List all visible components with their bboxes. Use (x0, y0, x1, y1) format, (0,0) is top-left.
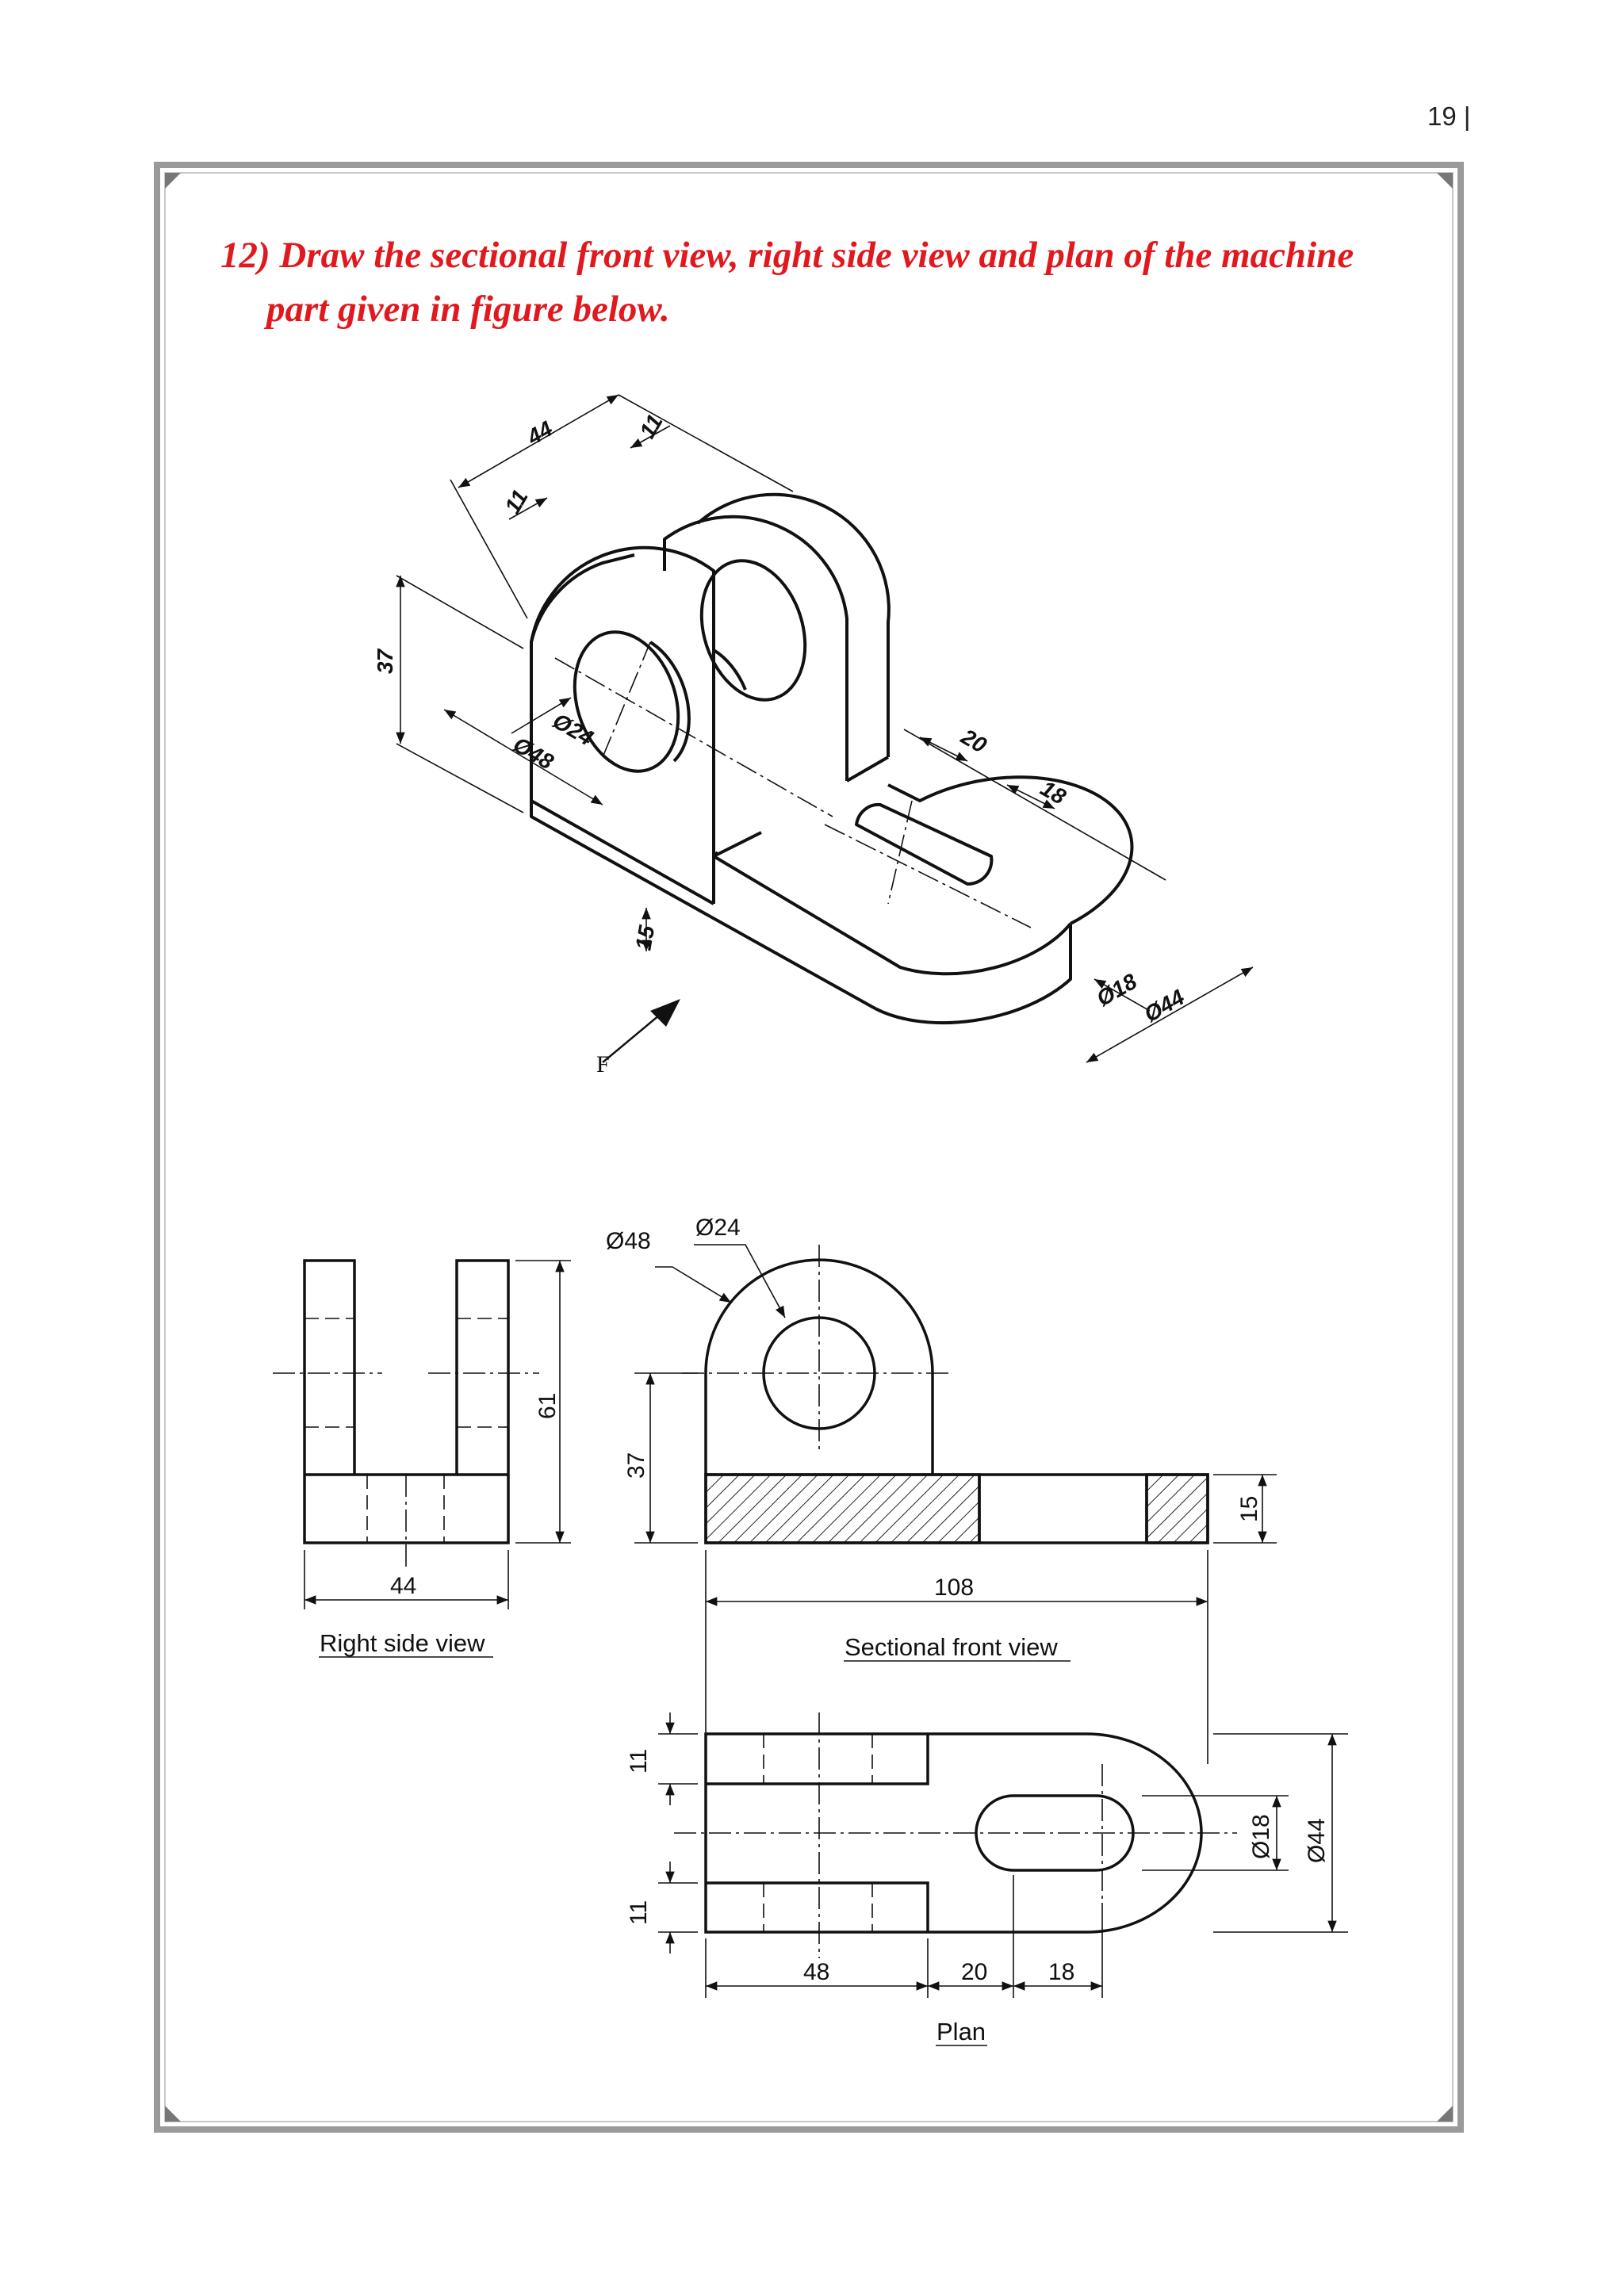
iso-dim-20: 20 (956, 724, 991, 758)
iso-dim-44: 44 (523, 416, 557, 450)
plan-dim-dia18: Ø18 (1248, 1814, 1274, 1859)
title-line-1: 12) Draw the sectional front view, right… (220, 235, 1354, 276)
right-view-label: Right side view (320, 1629, 485, 1657)
isometric-dimensions (396, 394, 1254, 1063)
plan-dim-dia44: Ø44 (1304, 1818, 1330, 1863)
iso-dim-37: 37 (373, 648, 397, 674)
front-dim-108: 108 (934, 1575, 974, 1601)
isometric-view (530, 492, 1134, 1025)
plan-dim-20: 20 (961, 1959, 987, 1985)
iso-dim-dia44: Ø44 (1140, 985, 1189, 1027)
iso-dim-11-b: 11 (634, 410, 667, 442)
front-dim-dia24: Ø24 (695, 1215, 741, 1241)
view-arrow-icon (650, 999, 680, 1027)
iso-dim-11-a: 11 (500, 485, 532, 518)
view-direction-label: F (596, 1051, 610, 1077)
iso-dim-18: 18 (1036, 775, 1071, 809)
plan-dim-11-bottom: 11 (626, 1900, 652, 1925)
iso-dim-dia48: Ø48 (509, 732, 558, 775)
title-line-2: part given in figure below. (266, 289, 670, 330)
iso-dim-dia24: Ø24 (549, 708, 598, 751)
plan-label: Plan (936, 2018, 986, 2045)
right-view-dim-44: 44 (390, 1573, 416, 1599)
isometric-dim-labels: 44 11 11 37 Ø24 Ø48 20 18 15 Ø18 Ø44 F (373, 410, 1189, 1077)
iso-dim-15: 15 (630, 924, 659, 952)
front-dim-37: 37 (623, 1452, 649, 1479)
front-dim-dia48: Ø48 (606, 1228, 651, 1254)
front-dim-15: 15 (1236, 1496, 1262, 1522)
question-title: 12) Draw the sectional front view, right… (220, 228, 1457, 336)
front-view-label: Sectional front view (845, 1633, 1058, 1661)
right-side-view (273, 1259, 571, 1658)
plan-dim-18: 18 (1048, 1959, 1074, 1985)
page-border (154, 162, 1464, 2133)
plan-view (658, 1712, 1348, 2046)
page-number: 19 | (1427, 101, 1471, 131)
plan-dim-48: 48 (803, 1959, 829, 1985)
iso-dim-dia18: Ø18 (1093, 969, 1142, 1012)
right-view-dim-61: 61 (534, 1393, 561, 1419)
plan-dim-11-top: 11 (626, 1749, 652, 1774)
sectional-front-view (634, 1244, 1277, 1764)
